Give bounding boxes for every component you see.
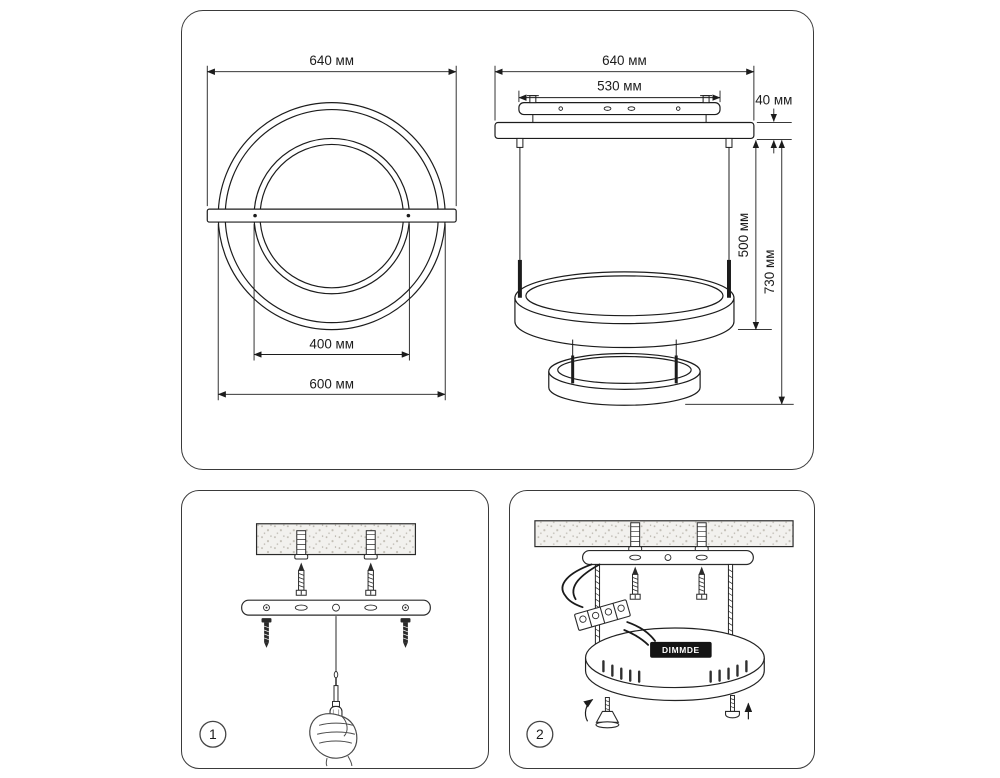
driver-label-text: DIMMDE [662,645,700,655]
fixture-wire [626,621,656,642]
mounting-bracket [518,102,721,116]
front-view-dimension-lines [206,65,457,401]
small-ring-rim [548,352,701,390]
dim-plate-width-label: 530 мм [597,79,642,94]
bracket-screw [702,95,710,104]
bar-screw-dot [406,213,411,218]
dim-canopy-width-label: 640 мм [602,53,647,68]
bar-screw-dot [253,213,257,218]
wall-anchor-dowel [294,530,309,560]
spec-panel: 640 мм 400 мм 600 мм [181,10,814,470]
fixture-stud-screw [261,617,272,649]
front-view-drawing [206,102,457,331]
cable-gripper [725,137,733,148]
side-view-drawing [494,95,755,406]
step-2-badge: 2 [526,720,554,748]
spec-drawing-svg: 640 мм 400 мм 600 мм [206,53,794,406]
side-view-dimension-lines [494,65,794,405]
suspension-stud [727,563,734,645]
cable-clamp [517,259,522,298]
mounting-plate [581,549,754,566]
install-step-1-panel: 1 [181,490,489,769]
cable-clamp [674,355,678,384]
wall-anchor-dowel [363,530,378,560]
big-ring-inner-rim [525,275,724,317]
mounting-screw [295,561,307,596]
mounting-screw [696,565,708,600]
step-1-badge: 1 [199,720,227,748]
ceiling-slab [255,523,417,556]
step-2-number: 2 [536,726,544,742]
supply-wire [572,563,601,601]
suspension-stud [594,563,601,645]
terminal-block [574,599,631,631]
decorative-nut [583,697,620,729]
fixture-stud-screw [400,617,411,649]
mounting-screw [629,565,641,600]
step-1-number: 1 [209,726,217,742]
cable-clamp [726,259,731,298]
hand [309,713,358,767]
ceiling-slab [534,520,794,548]
fixture-wire [623,629,649,646]
step-1-drawing-svg: 1 [199,523,431,767]
cable-gripper [516,137,524,148]
dim-inner-diameter-label: 400 мм [309,337,354,352]
canopy-plate [494,121,755,140]
mounting-bar [206,208,457,223]
big-ring-rim [514,271,735,325]
dim-outer-diameter-label: 600 мм [309,376,354,391]
wall-anchor-dowel [628,522,643,552]
small-ring-inner-rim [557,355,692,384]
install-step-2-panel: DIMMDE [509,490,815,769]
mounting-plate [241,599,431,616]
fixture-body [584,627,765,702]
vent-slots [602,660,748,683]
cable-clamp [571,355,575,384]
fastening-screw [724,695,753,720]
dim-total-drop-label: 730 мм [762,250,777,295]
cord-end [333,671,339,679]
supply-wire [561,563,593,609]
driver-label-plate [650,641,712,658]
bracket-screw [529,95,537,104]
wall-anchor-dowel [694,522,709,552]
dim-bar-width-label: 640 мм [309,53,354,68]
step-2-drawing-svg: DIMMDE [526,520,794,748]
mounting-screw [365,561,377,596]
dim-suspension-drop-label: 500 мм [736,213,751,258]
dim-canopy-height-label: 40 мм [755,93,792,108]
rotate-arrow-icon [583,698,594,722]
